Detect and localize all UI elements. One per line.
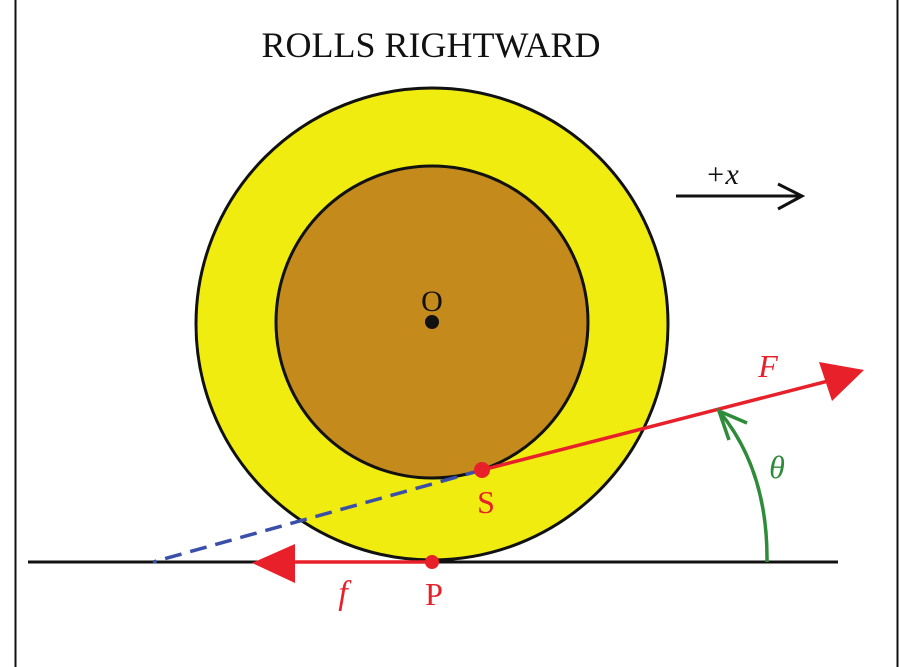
friction-force-label: f [338, 575, 352, 612]
applied-force-vector: F [481, 348, 864, 472]
applied-force-arrowhead-icon [819, 362, 864, 401]
angle-label: θ [769, 449, 785, 485]
diagram-title: ROLLS RIGHTWARD [262, 25, 601, 65]
angle-arc-arrowhead-icon [716, 407, 748, 441]
point-s [474, 462, 490, 478]
applied-force-label: F [757, 348, 778, 384]
positive-x-direction-indicator: +x [676, 158, 806, 211]
friction-force-vector: f [252, 544, 432, 612]
point-s-label: S [477, 484, 495, 520]
angle-arc [717, 409, 769, 563]
center-label: O [421, 285, 443, 318]
direction-arrowhead-icon [777, 182, 806, 211]
applied-force-shaft [481, 378, 833, 472]
direction-label: +x [705, 158, 739, 191]
center-point [425, 315, 439, 329]
angle-theta-indicator: θ [716, 407, 785, 563]
force-line-extension [152, 468, 483, 564]
friction-force-arrowhead-icon [252, 544, 295, 583]
point-p [425, 555, 439, 569]
point-p-label: P [425, 576, 443, 612]
